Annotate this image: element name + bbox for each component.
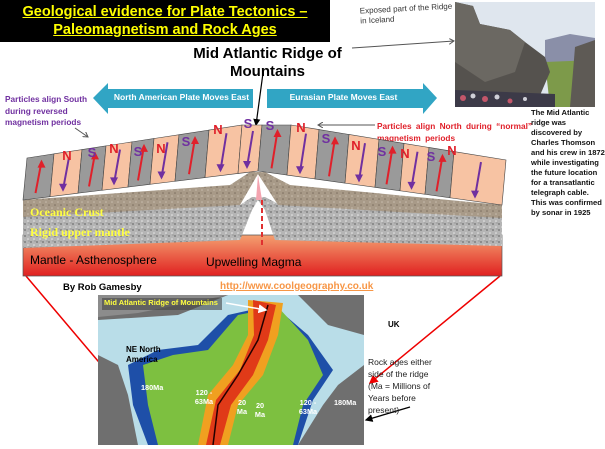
arrowhead bbox=[243, 161, 251, 169]
north-pole-label: N bbox=[296, 120, 305, 135]
south-alignment-note: Particles align South during reversed ma… bbox=[5, 94, 88, 128]
south-pole-label: S bbox=[134, 144, 143, 159]
title-line-1: Geological evidence for Plate Tectonics … bbox=[22, 4, 308, 20]
arrowhead bbox=[110, 177, 118, 186]
left-plate-label: North American Plate Moves East bbox=[113, 92, 250, 102]
south-pole-label: S bbox=[88, 145, 97, 160]
arrowhead bbox=[140, 143, 148, 152]
north-alignment-note: Particles align North during “normal” ma… bbox=[377, 121, 533, 143]
north-pole-label: N bbox=[62, 148, 71, 163]
source-link[interactable]: http://www.coolgeography.co.uk bbox=[220, 281, 374, 292]
magnetic-stripes bbox=[22, 124, 507, 206]
arrowhead bbox=[438, 153, 447, 162]
arrowhead bbox=[296, 166, 304, 175]
map-uk-label: UK bbox=[388, 320, 400, 329]
ridge-title: Mid Atlantic Ridge of Mountains bbox=[185, 45, 350, 81]
arrowhead bbox=[216, 164, 225, 173]
arrowhead bbox=[331, 136, 339, 145]
arrowhead bbox=[355, 174, 363, 183]
age-180-right: 180Ma bbox=[334, 398, 357, 407]
south-pole-label: S bbox=[244, 116, 253, 131]
rock-ages-note: Rock ages either side of the ridge (Ma =… bbox=[368, 357, 432, 415]
map-ridge-label: Mid Atlantic Ridge of Mountains bbox=[104, 298, 218, 307]
right-age-pointer bbox=[368, 275, 501, 384]
south-arrow bbox=[358, 143, 366, 181]
right-plate-label: Eurasian Plate Moves East bbox=[289, 92, 398, 102]
title-banner: Geological evidence for Plate Tectonics … bbox=[0, 0, 330, 42]
asthenosphere-label: Mantle - Asthenosphere bbox=[30, 253, 157, 267]
plate-arrows bbox=[93, 83, 437, 114]
atlantic-floor-map bbox=[98, 295, 364, 445]
arrowhead bbox=[91, 151, 99, 160]
map-na-label: NE North America bbox=[126, 345, 161, 364]
title-line-2: Paleomagnetism and Rock Ages bbox=[53, 22, 277, 38]
arrowhead bbox=[407, 181, 416, 190]
south-pole-label: S bbox=[182, 134, 191, 149]
arrowhead bbox=[157, 171, 166, 180]
age-120-left: 120 - 63Ma bbox=[194, 388, 214, 406]
north-pole-label: N bbox=[447, 143, 456, 158]
arrowhead bbox=[191, 136, 199, 145]
north-pole-label: N bbox=[109, 141, 118, 156]
arrowhead bbox=[59, 183, 67, 192]
oceanic-crust-layer bbox=[23, 172, 502, 218]
arrowhead bbox=[471, 190, 479, 199]
south-arrow bbox=[410, 151, 419, 188]
age-20-right: 20 Ma bbox=[254, 401, 266, 419]
arrowhead bbox=[37, 159, 46, 168]
north-pole-label: N bbox=[351, 138, 360, 153]
south-pole-label: S bbox=[378, 144, 387, 159]
ridge-title-line-1: Mid Atlantic Ridge of bbox=[193, 45, 342, 62]
north-arrow bbox=[270, 130, 279, 169]
arrowhead bbox=[388, 145, 397, 154]
age-180-left: 180Ma bbox=[141, 383, 164, 392]
south-pole-label: S bbox=[266, 118, 275, 133]
right-plate-arrow bbox=[267, 83, 437, 114]
magma-label: Upwelling Magma bbox=[206, 255, 302, 269]
author: By Rob Gamesby bbox=[63, 282, 142, 293]
south-pole-label: S bbox=[427, 149, 436, 164]
age-120-right: 120 - 63Ma bbox=[298, 398, 318, 416]
upper-mantle-label: Rigid upper mantle bbox=[30, 225, 130, 239]
north-pole-label: N bbox=[400, 146, 409, 161]
exposed-arrow bbox=[351, 41, 454, 49]
north-pole-label: N bbox=[156, 141, 165, 156]
south-note-arrow bbox=[74, 127, 88, 137]
oceanic-crust-label: Oceanic Crust bbox=[30, 205, 104, 219]
left-plate-arrow bbox=[93, 83, 253, 114]
south-arrow bbox=[299, 133, 307, 173]
north-arrow bbox=[328, 138, 336, 177]
north-arrow bbox=[385, 147, 394, 185]
discovery-note: The Mid Atlantic ridge was discovered by… bbox=[531, 108, 605, 217]
south-arrow bbox=[219, 133, 228, 171]
arrowhead bbox=[273, 129, 282, 137]
ridge-title-line-2: Mountains bbox=[230, 63, 305, 80]
age-20-left: 20 Ma bbox=[236, 398, 248, 416]
iceland-ridge-photo bbox=[455, 2, 595, 107]
north-pole-label: N bbox=[213, 122, 222, 137]
ridge-arrow bbox=[253, 72, 264, 127]
south-pole-label: S bbox=[322, 131, 331, 146]
north-arrow bbox=[188, 137, 196, 175]
